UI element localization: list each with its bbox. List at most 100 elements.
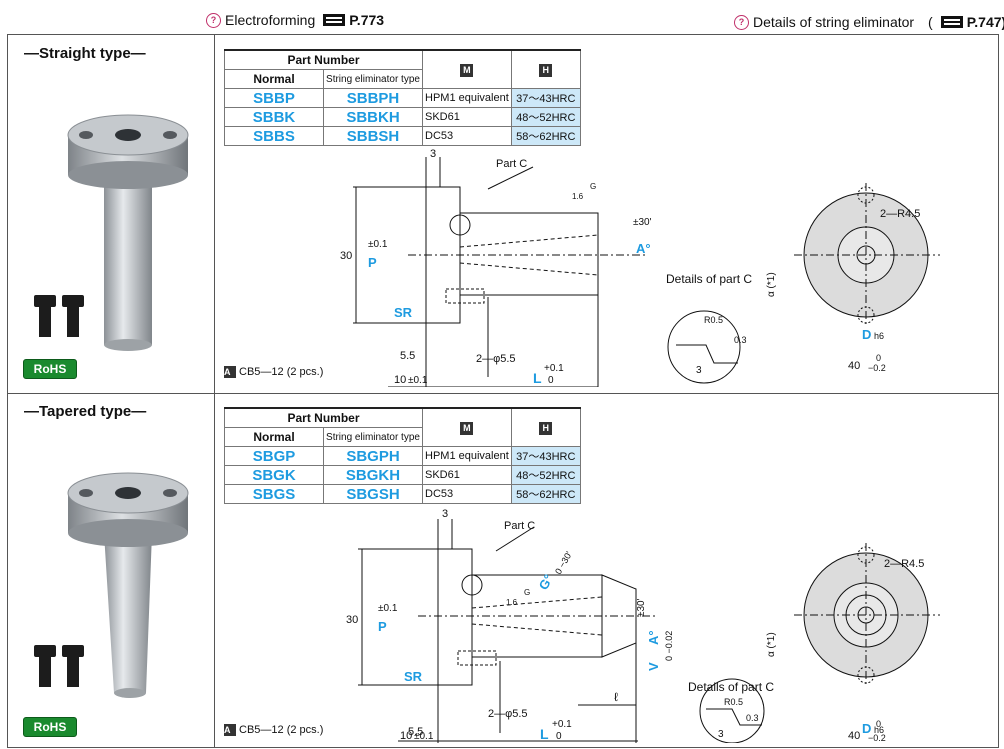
l-tol-up: +0.1 (552, 719, 572, 730)
part-number-table: Part Number M H Normal String eliminator… (224, 407, 581, 504)
p-label: P (368, 255, 377, 270)
hardness-cell: 37～43HRC (510, 88, 581, 108)
l-tol-dn: 0 (556, 731, 562, 742)
d03-label: 0.3 (746, 713, 759, 723)
material-cell: SKD61 (422, 107, 512, 127)
pin-icon: ? (734, 14, 749, 30)
note-text: CB5—12 (2 pcs.) (239, 366, 324, 378)
section-title: —Tapered type— (24, 403, 147, 420)
sr-label: SR (394, 305, 413, 320)
material-header: M (422, 407, 512, 447)
dim-5-5: 5.5 (400, 350, 415, 362)
section-title: —Straight type— (24, 45, 146, 62)
l-tol-up: +0.1 (544, 363, 564, 374)
dim-30: 30 (340, 250, 352, 262)
normal-part-code[interactable]: SBGS (224, 484, 324, 504)
string-part-code[interactable]: SBGPH (323, 446, 423, 466)
hardness-badge: H (539, 422, 553, 435)
d3-label: 3 (718, 729, 724, 740)
sr-label: SR (404, 669, 423, 684)
tapered-product-photo (34, 472, 189, 698)
normal-part-code[interactable]: SBBK (224, 107, 324, 127)
hardness-cell: 58～62HRC (510, 484, 581, 504)
catalog-frame: —Straight type— RoHS Part Number M H (7, 34, 999, 748)
v-tolerance: 0 −0.02 (664, 631, 674, 661)
table-row: SBBP SBBPH HPM1 equivalent 37～43HRC (224, 88, 581, 108)
part-c-label: Part C (504, 520, 535, 532)
material-badge: M (460, 422, 474, 435)
l-tol-dn: 0 (548, 375, 554, 386)
part-c-label: Part C (496, 158, 527, 170)
normal-part-code[interactable]: SBGK (224, 465, 324, 485)
part-number-table: Part Number M H Normal String eliminator… (224, 49, 581, 146)
string-part-code[interactable]: SBBKH (323, 107, 423, 127)
material-header: M (422, 49, 512, 89)
table-row: SBGK SBGKH SKD61 48～52HRC (224, 465, 581, 485)
dim-10: 10 (394, 374, 406, 386)
book-icon (323, 14, 346, 26)
accessory-note: A CB5—12 (2 pcs.) (224, 366, 323, 378)
table-row: SBGS SBGSH DC53 58～62HRC (224, 484, 581, 504)
d40-up: 0 (876, 719, 881, 729)
hardness-cell: 48～52HRC (510, 465, 581, 485)
electroforming-label: Electroforming (225, 12, 316, 28)
p-label: P (378, 619, 387, 634)
hole-callout: 2—φ5.5 (476, 353, 516, 365)
details-part-c: Details of part C (666, 272, 752, 286)
string-part-code[interactable]: SBGSH (323, 484, 423, 504)
note-text: CB5—12 (2 pcs.) (239, 724, 324, 736)
string-eliminator-ref[interactable]: ? Details of string eliminator ( P.747) (734, 12, 1004, 32)
dim-3: 3 (430, 148, 436, 160)
material-cell: HPM1 equivalent (422, 88, 512, 108)
dim-10-tolerance: ±0.1 (408, 375, 428, 386)
part-number-header: Part Number (224, 407, 423, 428)
hardness-cell: 48～52HRC (510, 107, 581, 127)
string-eliminator-label: Details of string eliminator ( (753, 14, 933, 30)
normal-part-code[interactable]: SBBS (224, 126, 324, 146)
d-label: D (862, 327, 871, 342)
material-cell: DC53 (422, 126, 512, 146)
material-badge: M (460, 64, 474, 77)
d40-label: 40 (848, 360, 860, 372)
d40-label: 40 (848, 730, 860, 742)
g-label: G (590, 182, 596, 191)
roughness-label: 1.6 (506, 598, 518, 607)
column-divider (214, 35, 215, 747)
alpha-label: α (*1) (766, 272, 777, 297)
string-eliminator-page[interactable]: P.747) (966, 14, 1004, 30)
normal-col-header: Normal (224, 427, 324, 447)
roughness-label: 1.6 (572, 192, 584, 201)
electroforming-page[interactable]: P.773 (349, 12, 385, 28)
d40-dn: −0.2 (868, 733, 886, 743)
string-part-code[interactable]: SBBPH (323, 88, 423, 108)
hardness-header: H (510, 49, 581, 89)
hole-callout: 2—φ5.5 (488, 708, 528, 720)
r05-label: R0.5 (724, 697, 743, 707)
r05-label: R0.5 (704, 315, 723, 325)
d40-dn: −0.2 (868, 363, 886, 373)
alpha-label: α (*1) (766, 632, 777, 657)
book-icon (940, 16, 963, 28)
angle-tolerance: ±30' (636, 598, 647, 617)
string-part-code[interactable]: SBGKH (323, 465, 423, 485)
dim-10-tolerance: ±0.1 (414, 731, 434, 742)
v-label: V (646, 662, 661, 671)
normal-part-code[interactable]: SBGP (224, 446, 324, 466)
straight-product-photo (34, 114, 189, 351)
string-part-code[interactable]: SBBSH (323, 126, 423, 146)
d03-label: 0.3 (734, 335, 747, 345)
note-badge: A (224, 724, 236, 736)
table-row: SBBK SBBKH SKD61 48～52HRC (224, 107, 581, 127)
normal-part-code[interactable]: SBBP (224, 88, 324, 108)
note-badge: A (224, 366, 236, 378)
d-sub: h6 (874, 725, 884, 735)
electroforming-ref[interactable]: ? Electroforming P.773 (206, 12, 384, 28)
pin-icon: ? (206, 12, 221, 28)
rohs-badge: RoHS (23, 359, 77, 379)
dim-30: 30 (346, 614, 358, 626)
hardness-header: H (510, 407, 581, 447)
g-angle-tol: 0 −30' (553, 550, 574, 576)
string-col-header: String eliminator type (323, 427, 423, 447)
d3-label: 3 (696, 365, 702, 376)
g-label: G (524, 588, 530, 597)
